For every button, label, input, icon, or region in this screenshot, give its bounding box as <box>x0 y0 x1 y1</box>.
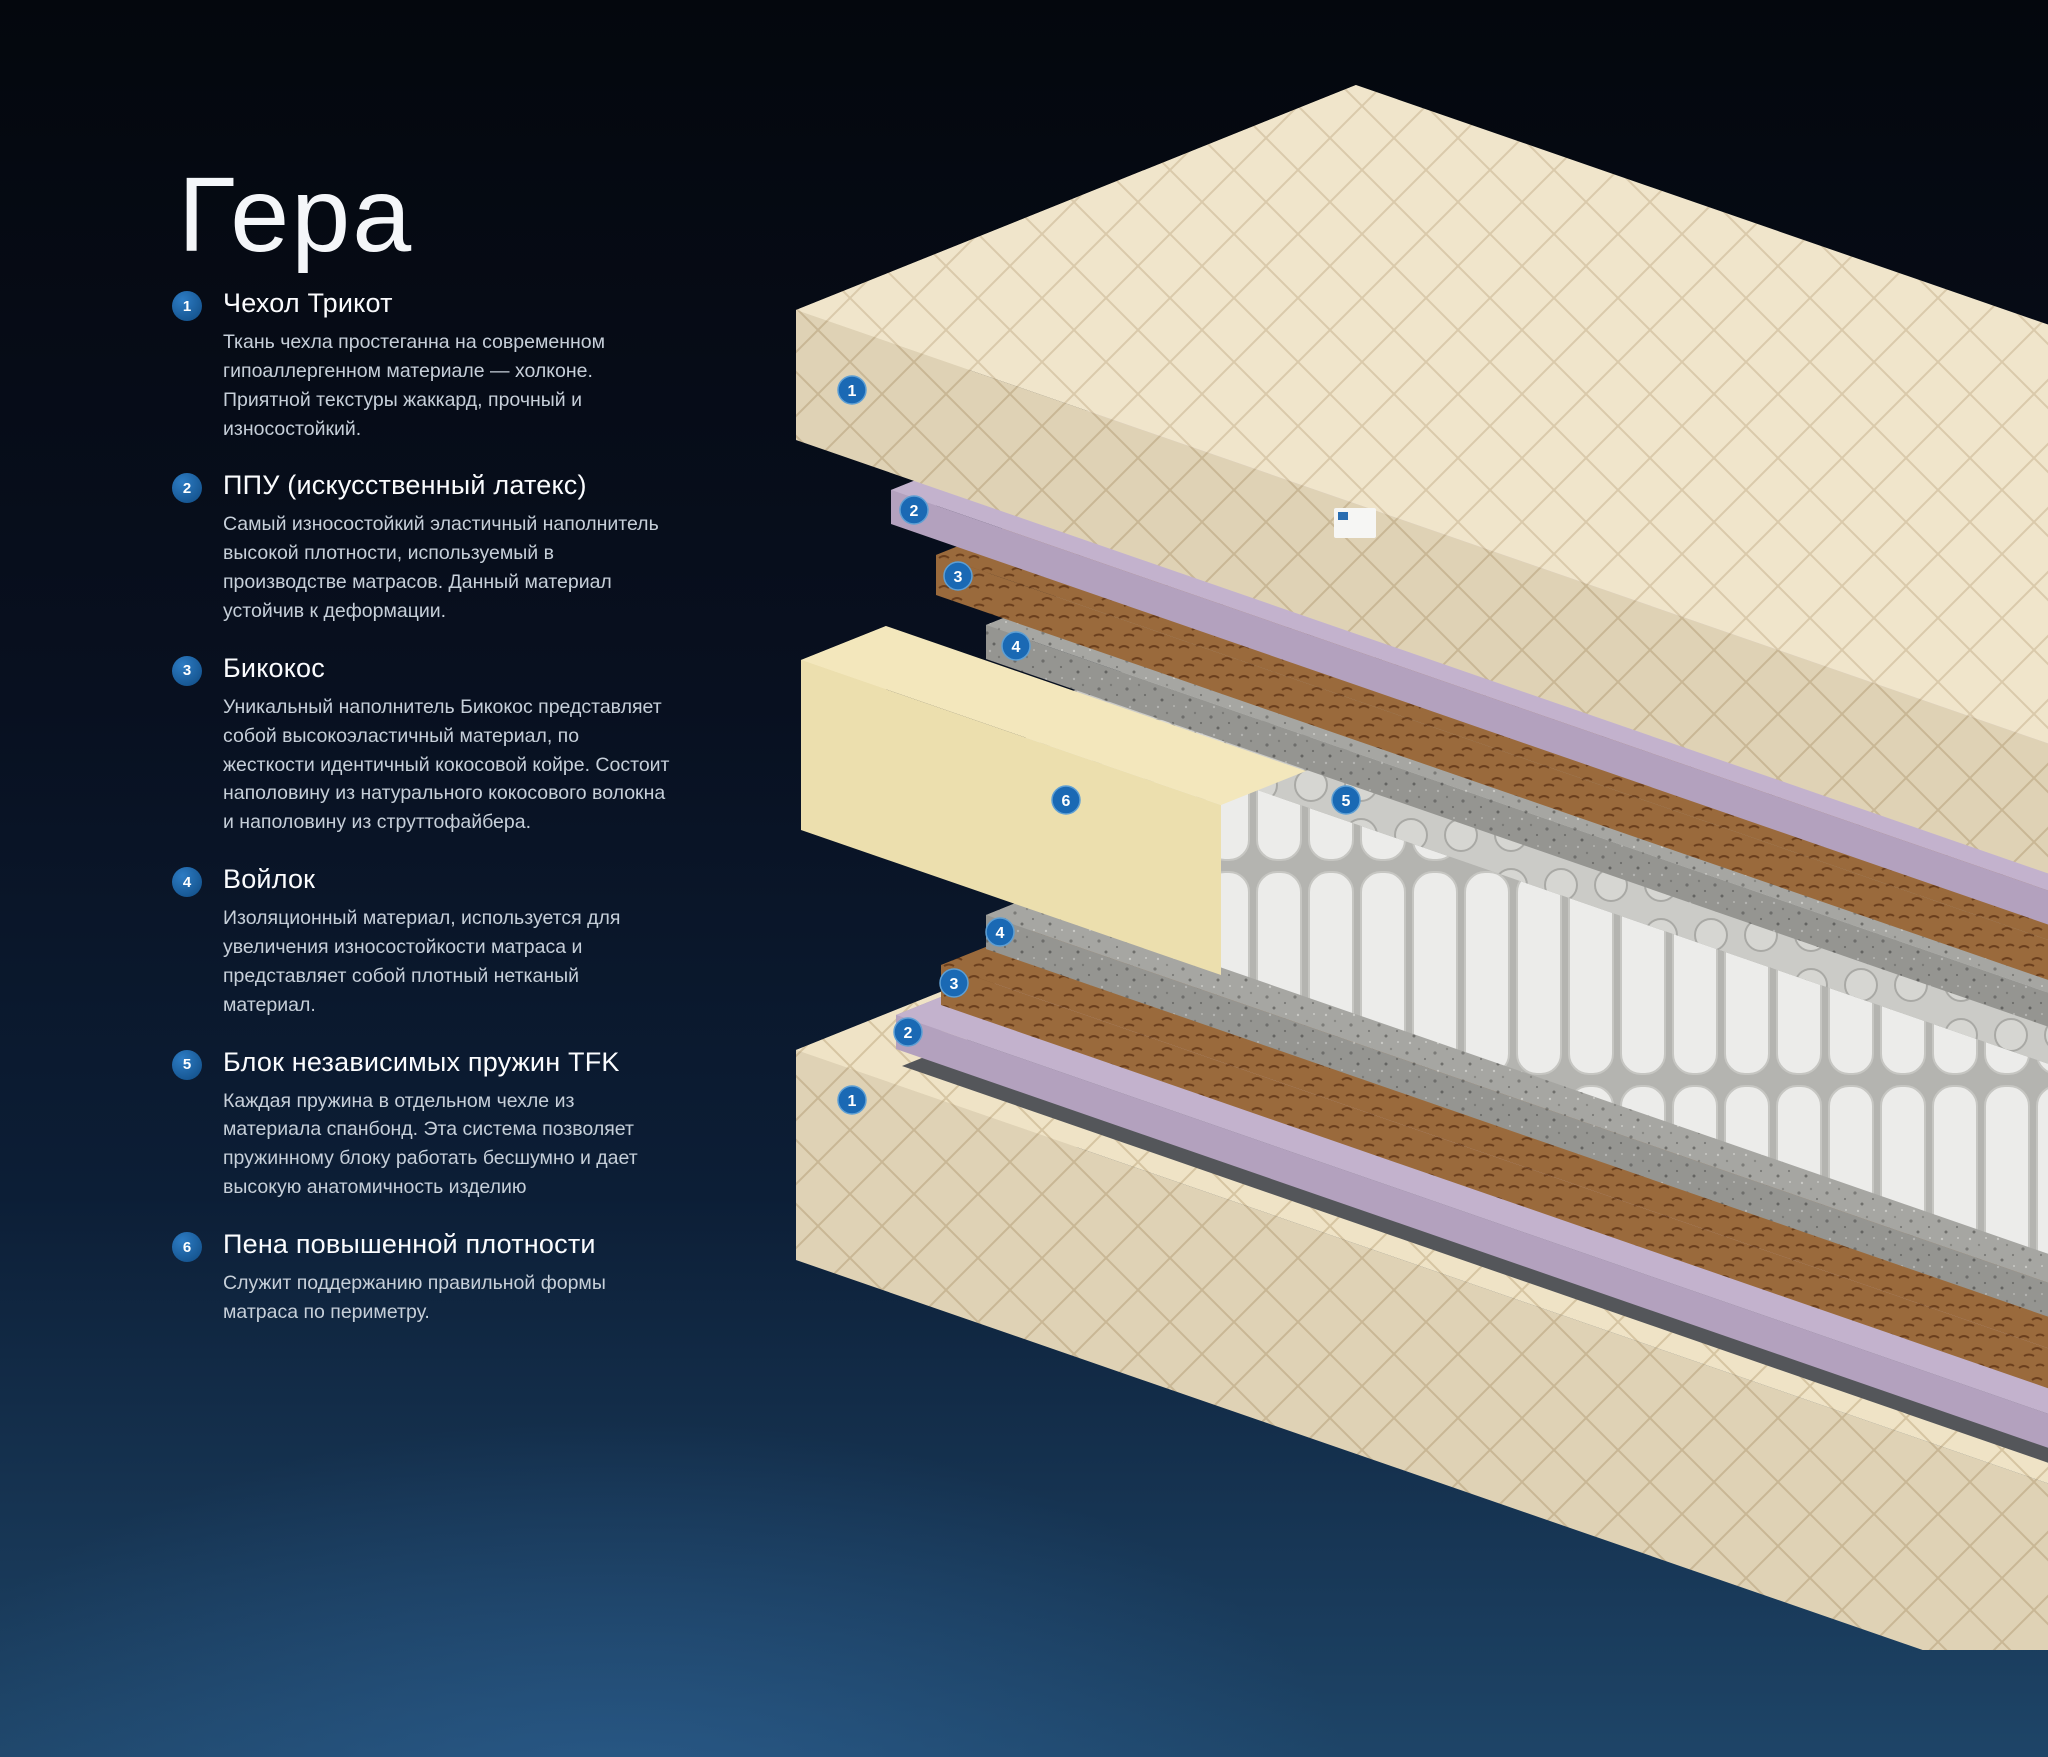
bicocos-top-front-face <box>936 555 2048 980</box>
svg-text:3: 3 <box>950 976 959 993</box>
svg-text:4: 4 <box>996 925 1005 942</box>
item-number-badge: 3 <box>172 655 202 686</box>
foam-top-face <box>801 626 1306 805</box>
svg-text:1: 1 <box>848 383 857 400</box>
brand-tag <box>1334 508 1376 538</box>
svg-text:2: 2 <box>904 1025 913 1042</box>
legend-item-2: 2 ППУ (искусственный латекс) Самый износ… <box>172 470 672 625</box>
item-title: Чехол Трикот <box>223 288 393 318</box>
item-description: Уникальный наполнитель Бикокос представл… <box>223 695 670 834</box>
legend-text: Войлок Изоляционный материал, использует… <box>223 864 672 1019</box>
item-number: 1 <box>182 297 192 315</box>
item-description: Изоляционный материал, используется для … <box>223 907 621 1016</box>
item-title: Блок независимых пружин TFK <box>223 1046 620 1077</box>
legend-text: ППУ (искусственный латекс) Самый износос… <box>223 470 672 625</box>
item-number: 6 <box>182 1238 192 1256</box>
svg-text:5: 5 <box>1342 793 1351 810</box>
diagram-badge-1-top: 1 <box>837 375 867 405</box>
mattress-diagram: 1 2 3 4 5 6 4 <box>786 10 2048 1650</box>
cover-bottom-front-face <box>796 1050 2048 1650</box>
cover-top-front-face <box>796 310 2048 874</box>
item-number-badge: 2 <box>172 473 202 504</box>
legend-item-4: 4 Войлок Изоляционный материал, использу… <box>172 864 672 1019</box>
item-number-badge: 4 <box>172 867 202 898</box>
item-title: Пена повышенной плотности <box>223 1229 596 1260</box>
diagram-badge-3-top: 3 <box>943 561 973 591</box>
diagram-badge-2-bottom: 2 <box>893 1017 923 1047</box>
legend-text: Блок независимых пружин TFK Каждая пружи… <box>223 1047 672 1202</box>
diagram-badge-6: 6 <box>1051 785 1081 815</box>
legend-text: Пена повышенной плотности Служит поддерж… <box>223 1229 672 1327</box>
item-number-badge: 5 <box>172 1049 202 1080</box>
item-title: Войлок <box>223 864 316 895</box>
felt-top-front-face <box>986 625 2048 1027</box>
legend-item-3: 3 Бикокос Уникальный наполнитель Бикокос… <box>172 653 672 837</box>
item-number: 2 <box>182 479 192 497</box>
legend: 1 Чехол Трикот Ткань чехла простеганна н… <box>172 288 672 1354</box>
item-number: 3 <box>182 662 192 680</box>
page-title: Гера <box>178 156 414 275</box>
legend-text: Чехол Трикот Ткань чехла простеганна на … <box>223 288 672 443</box>
item-title: ППУ (искусственный латекс) <box>223 470 587 501</box>
item-number: 4 <box>182 873 192 891</box>
item-description: Служит поддержанию правильной формы матр… <box>223 1272 606 1323</box>
legend-item-6: 6 Пена повышенной плотности Служит подде… <box>172 1229 672 1327</box>
legend-text: Бикокос Уникальный наполнитель Бикокос п… <box>223 653 672 837</box>
bicocos-bottom-front-face <box>941 965 2048 1389</box>
item-number-badge: 1 <box>172 291 202 321</box>
layer-foam-border <box>801 626 1306 975</box>
legend-item-1: 1 Чехол Трикот Ткань чехла простеганна н… <box>172 288 672 443</box>
item-title: Бикокос <box>223 652 325 683</box>
felt-bottom-front-face <box>986 915 2048 1317</box>
item-description: Каждая пружина в отдельном чехле из мате… <box>223 1089 638 1199</box>
legend-item-5: 5 Блок независимых пружин TFK Каждая пру… <box>172 1047 672 1202</box>
diagram-badge-1-bottom: 1 <box>837 1085 867 1115</box>
diagram-badge-4-bottom: 4 <box>985 917 1015 947</box>
svg-text:3: 3 <box>954 569 963 586</box>
diagram-badge-3-bottom: 3 <box>939 968 969 998</box>
item-number: 5 <box>182 1056 192 1074</box>
cover-top-top-face <box>796 85 2048 744</box>
svg-text:1: 1 <box>848 1093 857 1110</box>
layer-cover-top <box>796 85 2048 874</box>
foam-front-face <box>801 660 1221 975</box>
diagram-badge-4-top: 4 <box>1001 631 1031 661</box>
diagram-badge-2-top: 2 <box>899 495 929 525</box>
item-description: Самый износостойкий эластичный наполните… <box>223 513 659 623</box>
svg-text:6: 6 <box>1062 793 1071 810</box>
diagram-badge-5: 5 <box>1331 785 1361 815</box>
svg-text:4: 4 <box>1012 639 1021 656</box>
springs-front-face <box>1026 710 2048 1254</box>
item-number-badge: 6 <box>172 1232 202 1263</box>
svg-text:2: 2 <box>910 503 919 520</box>
item-description: Ткань чехла простеганна на современном г… <box>223 331 605 440</box>
